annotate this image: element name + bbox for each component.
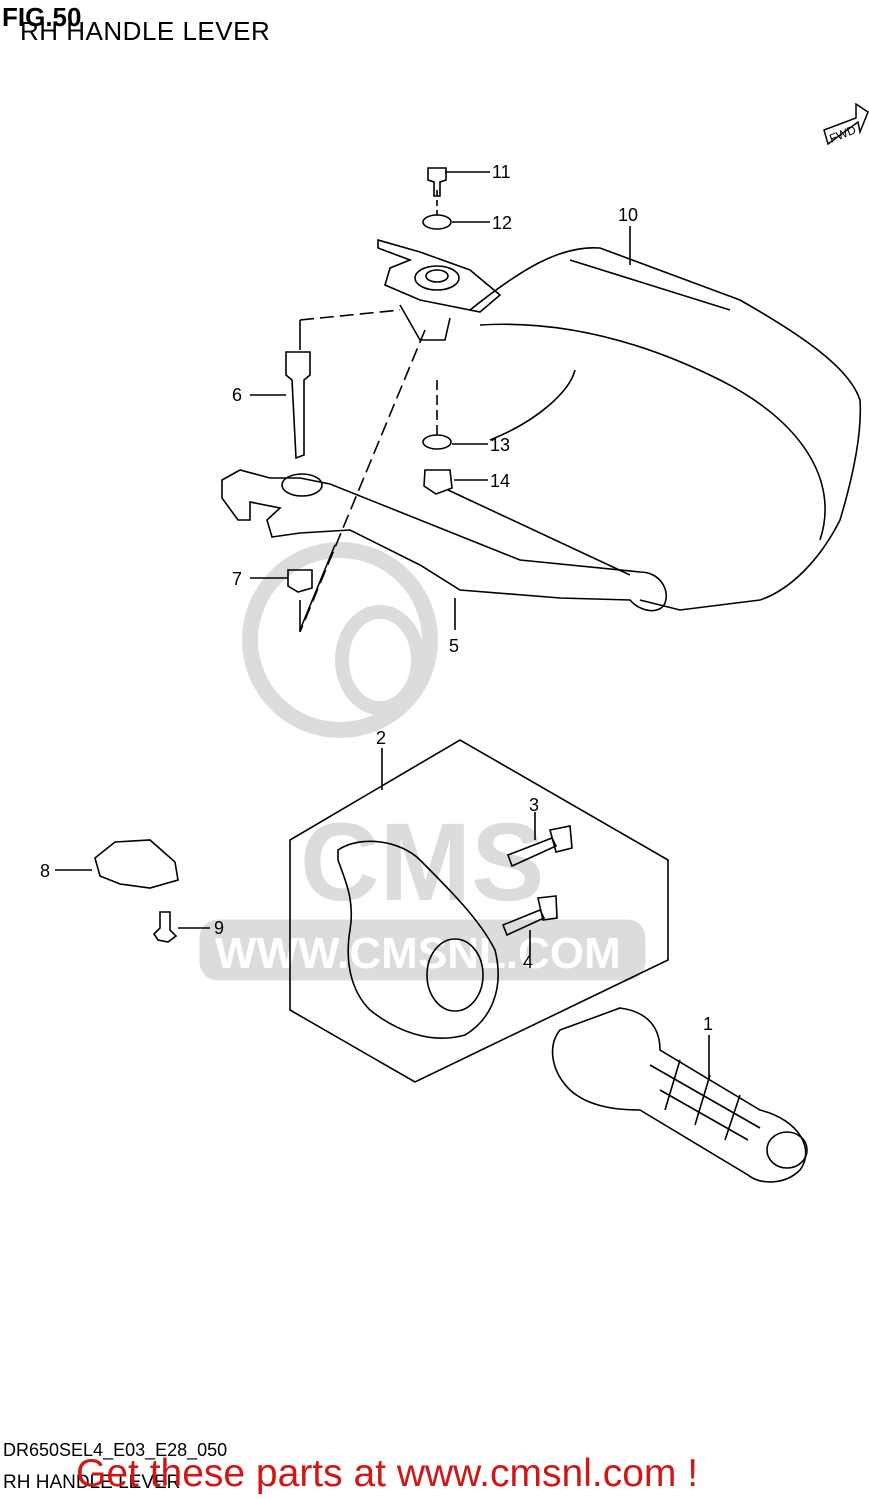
- pivot-bolt: [285, 351, 311, 460]
- callout-5: 5: [449, 636, 459, 656]
- diagram-code: DR650SEL4_E03_E28_050: [3, 1440, 228, 1460]
- callout-1: 1: [703, 1014, 713, 1034]
- figure-number: FIG.50: [2, 2, 82, 32]
- footer-title: RH HANDLE LEVER: [3, 1472, 181, 1493]
- hand-guard: [469, 246, 862, 611]
- washer-12: [422, 214, 452, 230]
- fwd-arrow-icon: FWD: [823, 102, 869, 146]
- screw-9: [152, 911, 178, 943]
- callout-2: 2: [376, 728, 386, 748]
- hand-guard-rib: [569, 259, 731, 311]
- brake-lever: [221, 469, 667, 612]
- hand-guard-inner: [479, 323, 826, 541]
- promo-link[interactable]: Get these parts at www.cmsnl.com !: [76, 1452, 699, 1495]
- mount-boss: [414, 265, 460, 291]
- callout-11: 11: [492, 162, 511, 182]
- mount-lower: [399, 304, 451, 341]
- kit-outline-box: [289, 739, 669, 1083]
- mount-bracket: [377, 238, 502, 313]
- grip-end: [766, 1131, 808, 1169]
- hand-guard-arc: [489, 369, 576, 441]
- watermark-url: WWW.CMSNL.COM: [215, 929, 621, 978]
- callout-9: 9: [214, 918, 224, 938]
- grip-pattern: [649, 1059, 761, 1141]
- callout-14: 14: [490, 471, 510, 491]
- lever-nut: [287, 569, 313, 593]
- callout-6: 6: [232, 385, 242, 405]
- figure-title: RH HANDLE LEVER: [20, 16, 271, 46]
- screw-4: [501, 895, 558, 937]
- callout-numbers: 1 2 3 4 5 6 7 8 9 10 11 12 13 14: [40, 162, 713, 1034]
- callout-8: 8: [40, 861, 50, 881]
- callout-7: 7: [232, 569, 242, 589]
- fwd-label: FWD: [827, 122, 858, 145]
- callout-12: 12: [492, 213, 512, 233]
- lever-pivot: [281, 473, 323, 497]
- callout-3: 3: [529, 795, 539, 815]
- throttle-grip: [551, 1007, 807, 1183]
- callout-13: 13: [490, 435, 510, 455]
- brake-switch: [94, 839, 179, 889]
- screw-3: [506, 825, 573, 868]
- nut-14: [423, 469, 453, 495]
- callout-4: 4: [523, 952, 533, 972]
- throttle-housing: [337, 840, 499, 1039]
- housing-bore: [426, 938, 484, 1012]
- cms-watermark: CMS WWW.CMSNL.COM: [199, 542, 646, 981]
- washer-13: [422, 434, 452, 450]
- callout-10: 10: [618, 205, 638, 225]
- mount-hole: [425, 269, 449, 283]
